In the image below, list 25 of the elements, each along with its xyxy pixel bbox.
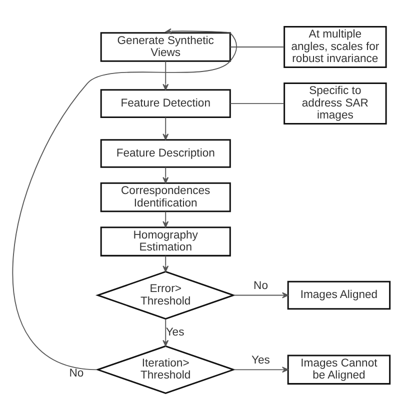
node-box: Feature Description: [100, 139, 231, 168]
arrow: [162, 211, 169, 228]
edge-label: Yes: [252, 354, 270, 367]
arrow: [233, 366, 288, 373]
arrow: [162, 166, 169, 184]
node-box: At multiple angles, scales for robust invariance: [284, 26, 387, 68]
node-box: Specific to address SAR images: [284, 82, 387, 125]
arrow: [12, 28, 237, 370]
node-box: Images Aligned: [287, 280, 391, 310]
arrow: [162, 60, 169, 90]
node-box: Feature Detection: [100, 89, 231, 118]
node-box: Images Cannot be Aligned: [287, 354, 391, 385]
node-box: Homography Estimation: [100, 226, 231, 256]
connector: [230, 46, 284, 48]
arrow: [162, 116, 169, 140]
edge-label: No: [254, 280, 268, 292]
node-diamond: Error> Threshold: [96, 270, 236, 320]
connector: [230, 103, 284, 104]
edge-label: Yes: [166, 326, 184, 338]
node-diamond: Iteration> Threshold: [96, 345, 236, 394]
arrow: [162, 255, 169, 272]
edge-label: No: [69, 367, 84, 380]
node-box: Generate Synthetic Views: [100, 32, 231, 62]
arrow: [162, 318, 169, 346]
node-box: Correspondences Identification: [100, 182, 231, 212]
